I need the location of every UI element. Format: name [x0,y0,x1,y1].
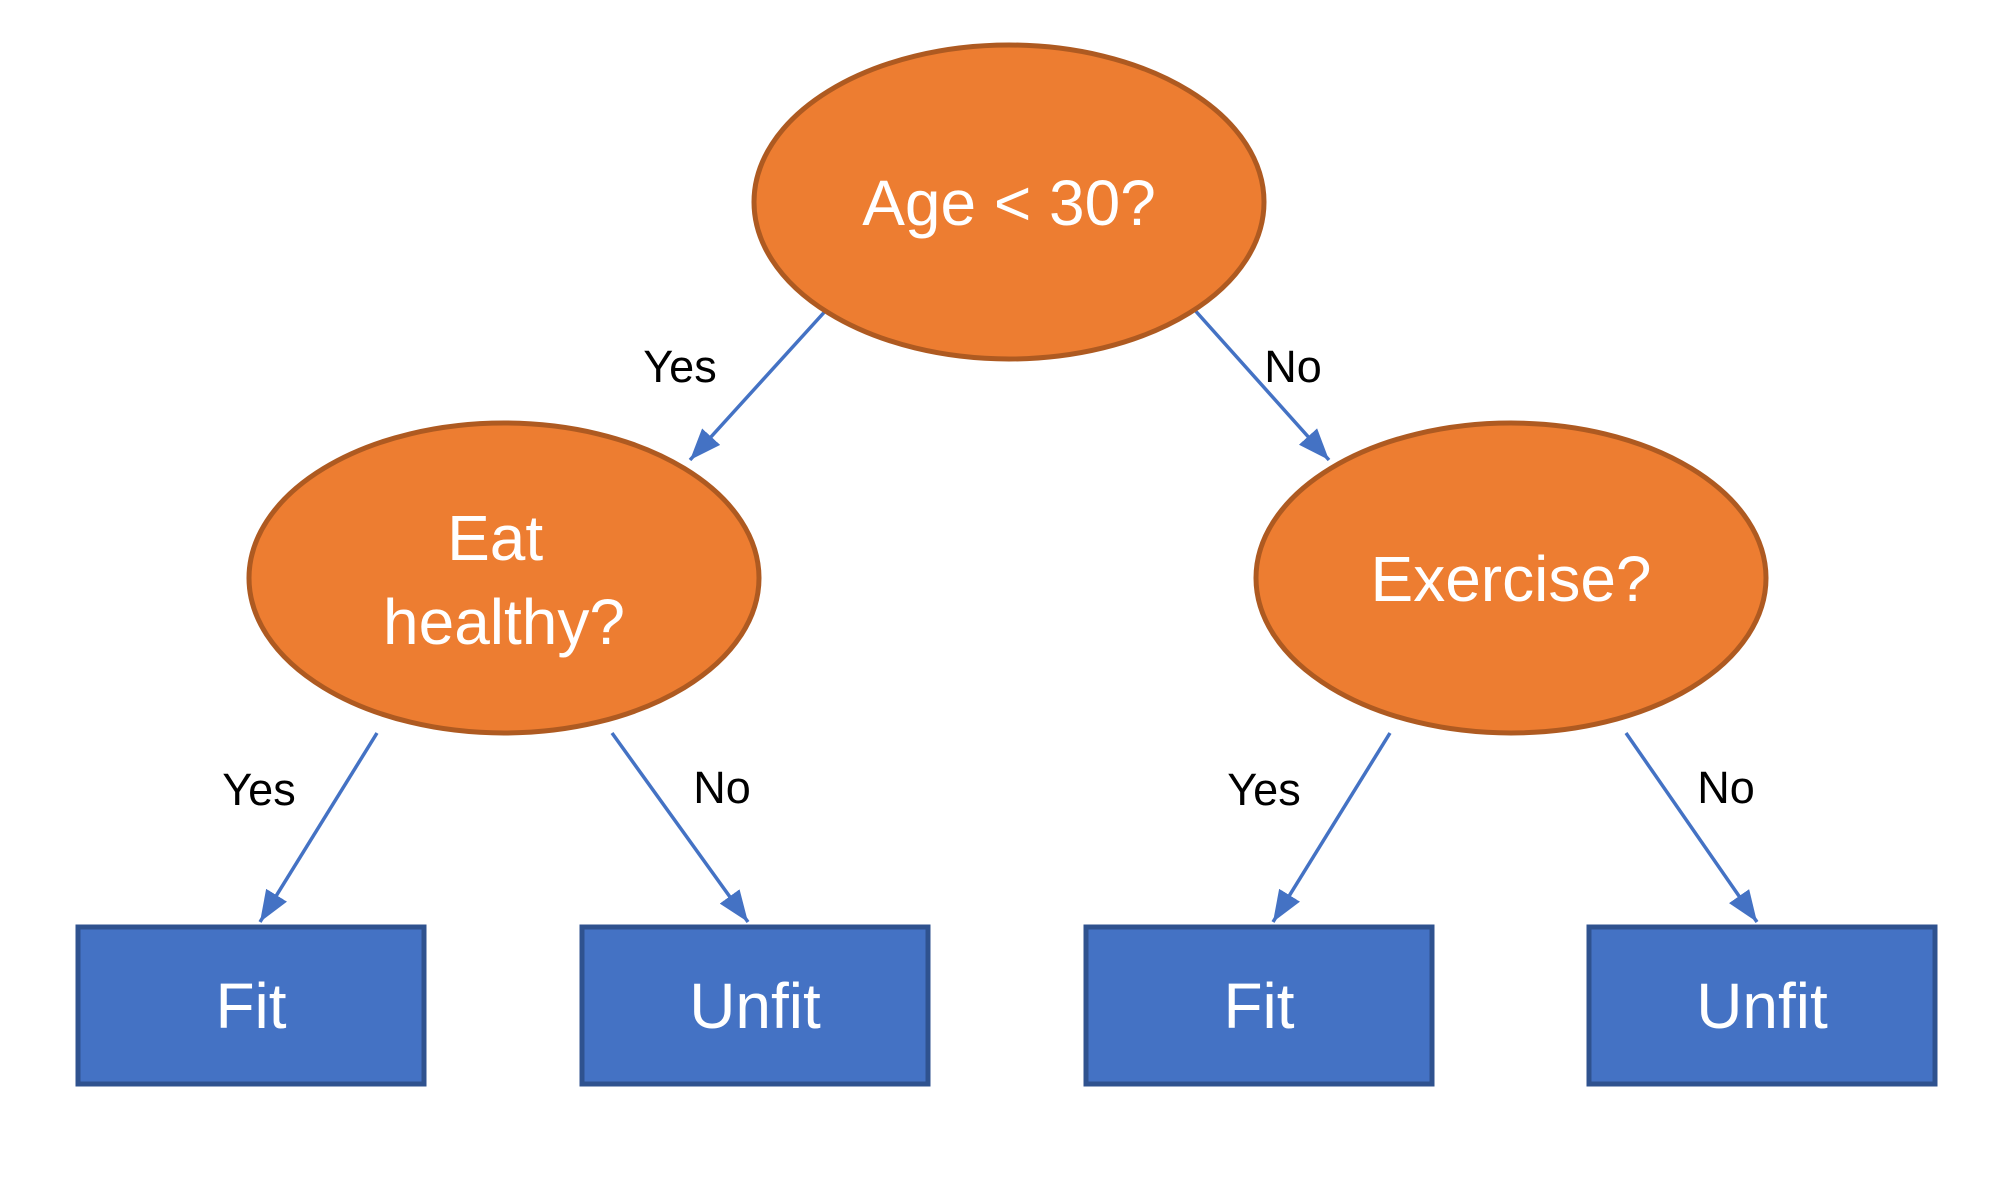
node-eat-healthy-label: Eat healthy? [383,502,625,658]
leaf-fit-left-label: Fit [215,970,286,1042]
node-eat-healthy-shape[interactable] [246,420,762,736]
edge-label-eat-healthy-yes: Yes [222,764,295,815]
node-eat-healthy-label-line1: Eat [447,502,543,574]
node-root[interactable]: Age < 30? [751,42,1267,362]
leaf-fit-left[interactable]: Fit [75,924,427,1087]
edge-exercise-no-arrow [1624,732,1759,923]
edge-root-no-arrow [1190,305,1331,462]
leaf-unfit-left-shape[interactable] [579,924,931,1087]
leaf-fit-right-shape[interactable] [1083,924,1435,1087]
leaf-fit-right[interactable]: Fit [1083,924,1435,1087]
leaf-unfit-right[interactable]: Unfit [1586,924,1938,1087]
edge-eat-healthy-no-arrow [610,731,750,924]
leaf-unfit-right-label: Unfit [1696,970,1828,1042]
node-eat-healthy-label-line2: healthy? [383,586,625,658]
node-eat-healthy[interactable]: Eat healthy? [246,420,762,736]
node-root-shape[interactable] [751,42,1267,362]
edge-exercise-yes-arrow [1271,732,1392,923]
leaf-fit-right-label: Fit [1223,970,1294,1042]
edge-label-exercise-no: No [1697,762,1755,813]
edge-label-root-no: No [1264,341,1322,392]
edge-label-root-yes: Yes [643,341,716,392]
edge-eat-healthy-yes-arrow [258,732,379,923]
node-root-label: Age < 30? [862,167,1156,239]
edge-label-eat-healthy-no: No [693,762,751,813]
node-exercise[interactable]: Exercise? [1253,420,1769,736]
leaf-unfit-left-label: Unfit [689,970,821,1042]
node-exercise-label: Exercise? [1371,543,1652,615]
edge-label-exercise-yes: Yes [1227,764,1300,815]
leaf-fit-left-shape[interactable] [75,924,427,1087]
edge-root-yes-arrow [688,305,831,462]
node-exercise-shape[interactable] [1253,420,1769,736]
leaf-unfit-left[interactable]: Unfit [579,924,931,1087]
leaf-unfit-right-shape[interactable] [1586,924,1938,1087]
